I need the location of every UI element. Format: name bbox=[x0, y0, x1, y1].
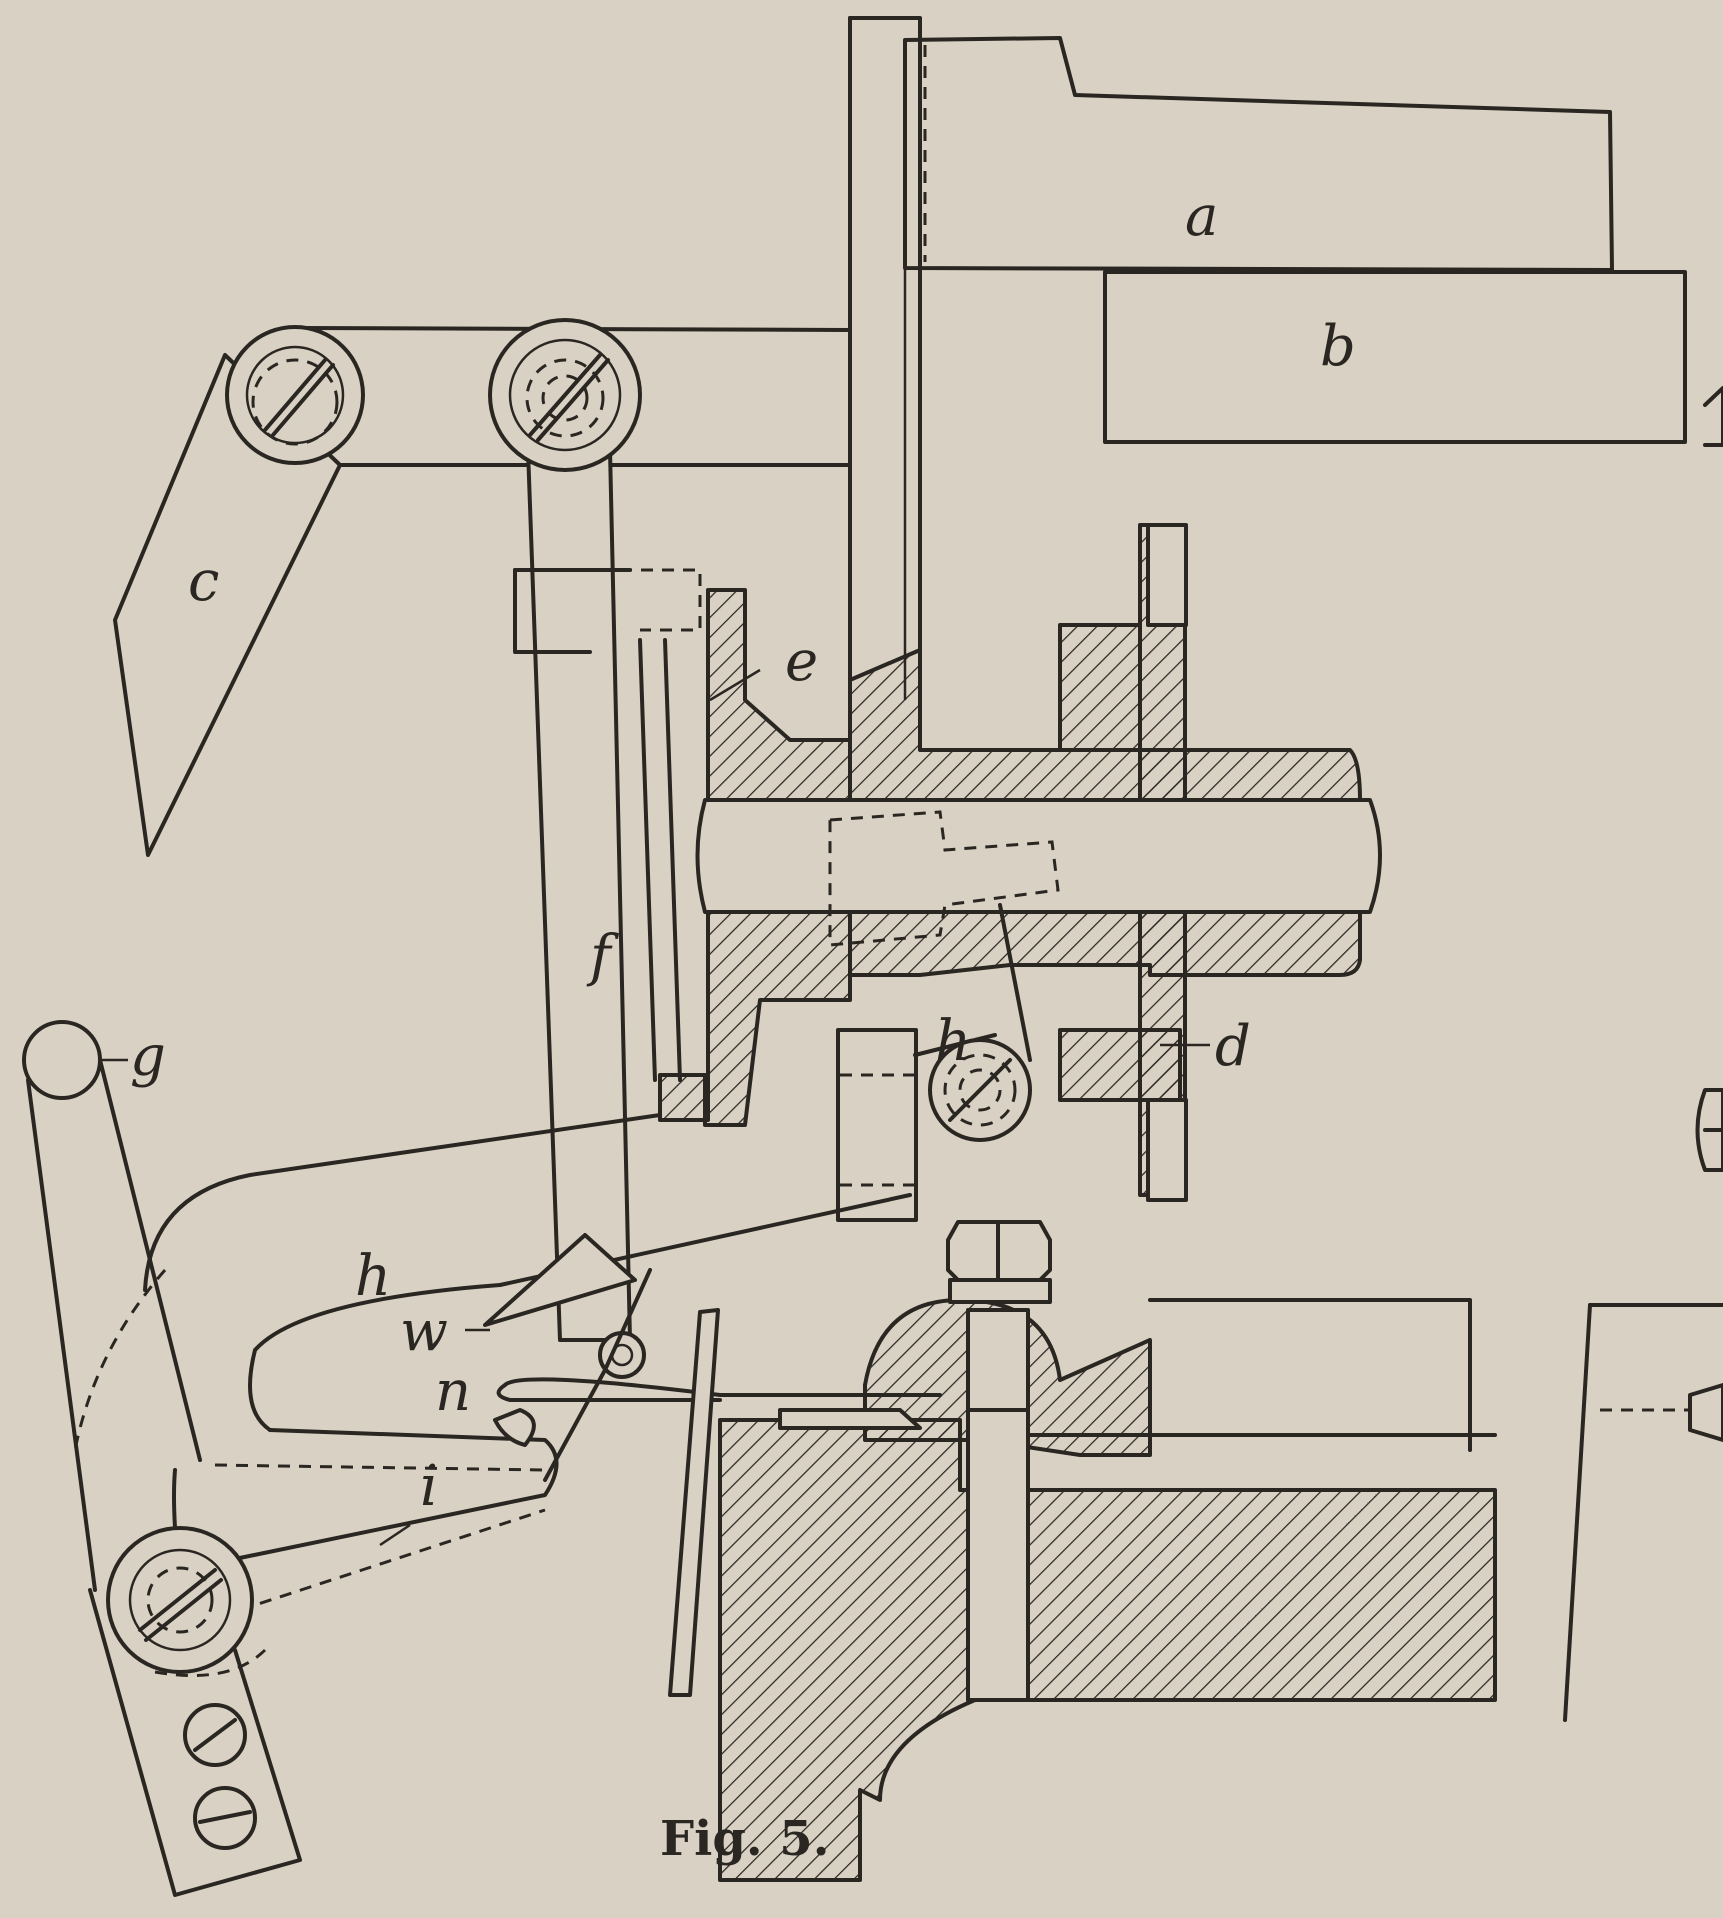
thin-blade bbox=[668, 1308, 720, 1697]
label-b: b bbox=[1320, 314, 1356, 379]
label-g: g bbox=[130, 1024, 166, 1089]
block-h bbox=[836, 903, 1032, 1222]
guide-rod bbox=[638, 638, 682, 1082]
part-f-lever bbox=[488, 318, 702, 1379]
label-a: a bbox=[1185, 184, 1218, 249]
edge-fragment bbox=[1703, 386, 1723, 447]
label-h-lower: h bbox=[355, 1244, 391, 1309]
right-edge-part bbox=[1563, 1088, 1723, 1722]
part-i-foot bbox=[88, 1428, 559, 1897]
plate-b bbox=[1103, 270, 1687, 444]
shaft bbox=[695, 798, 1382, 947]
label-c: c bbox=[188, 549, 219, 614]
part-c-blade bbox=[113, 325, 365, 857]
hex-nut bbox=[946, 1220, 1052, 1304]
label-leaders bbox=[100, 668, 1210, 1547]
label-e: e bbox=[785, 629, 818, 694]
label-d: d bbox=[1215, 1014, 1251, 1079]
lever-h bbox=[73, 1113, 912, 1451]
label-i: i bbox=[420, 1454, 438, 1519]
plate-d bbox=[1146, 523, 1188, 1202]
figure-caption: Fig. 5. bbox=[660, 1811, 829, 1867]
lower-base bbox=[718, 1298, 1497, 1882]
plate-a bbox=[903, 36, 1614, 272]
label-n: n bbox=[435, 1359, 471, 1424]
label-h-upper: h bbox=[935, 1009, 971, 1074]
arm-g bbox=[22, 1020, 202, 1592]
vertical-column bbox=[848, 16, 922, 772]
label-w: w bbox=[400, 1299, 448, 1364]
